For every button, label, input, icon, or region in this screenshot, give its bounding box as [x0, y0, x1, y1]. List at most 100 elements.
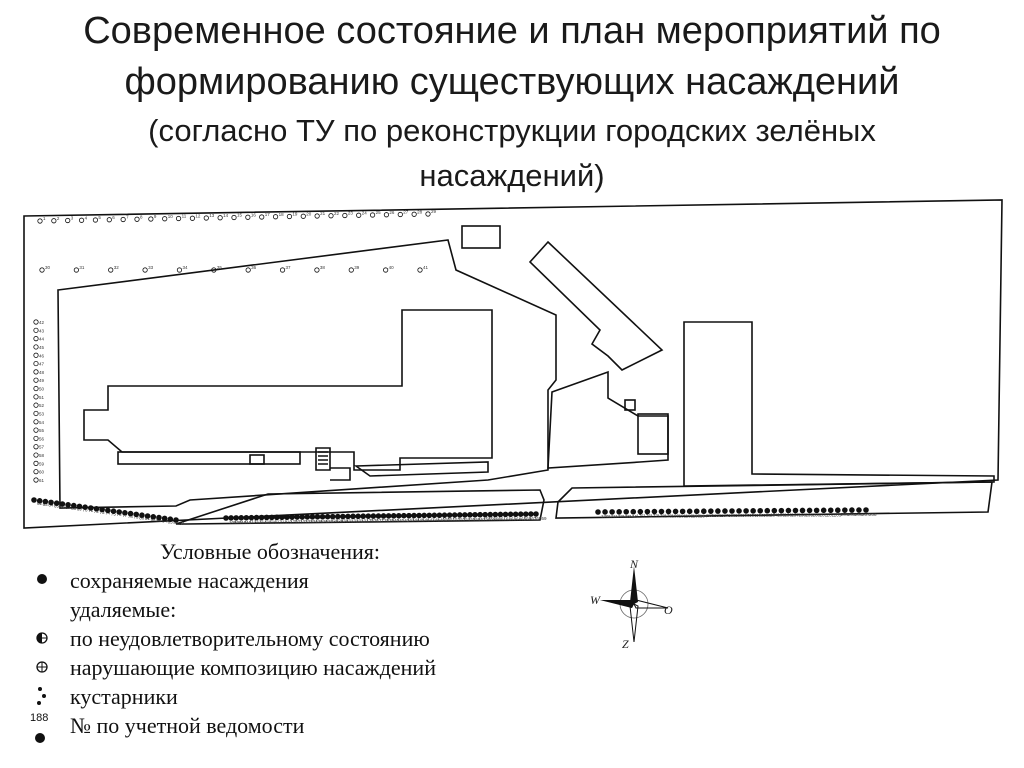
tree-marker — [263, 514, 270, 521]
tree-marker — [238, 515, 245, 521]
tree-number: 124 — [310, 519, 318, 524]
tree-number: 32 — [114, 265, 120, 270]
tree-marker — [827, 507, 834, 514]
tree-marker — [59, 501, 66, 507]
site-boundary — [23, 199, 1003, 529]
tree-number: 27 — [403, 210, 409, 215]
legend-row-shrubs: кустарники — [30, 682, 590, 711]
tree-marker — [806, 507, 813, 514]
tree-marker — [162, 216, 168, 222]
building-strip — [117, 451, 301, 465]
tree-number: 23 — [348, 211, 354, 216]
tree-marker — [78, 217, 85, 223]
tree-marker — [431, 512, 438, 519]
tree-number: 188 — [728, 513, 736, 518]
tree-number: 18 — [279, 212, 285, 217]
tree-number: 176 — [643, 514, 651, 519]
tree-number: 195 — [777, 513, 785, 518]
tree-number: 128 — [331, 519, 339, 524]
tree-number: 20 — [306, 211, 312, 216]
tree-marker — [233, 515, 239, 521]
tree-number: 57 — [39, 445, 45, 450]
tree-number: 198 — [798, 513, 806, 518]
tree-number: 3 — [71, 216, 74, 221]
tree-number: 17 — [265, 212, 271, 217]
subtitle-line-1: (согласно ТУ по реконструкции городских … — [148, 113, 876, 148]
tree-number: 122 — [300, 519, 308, 524]
tree-number: 202 — [827, 512, 835, 517]
tree-marker — [53, 500, 60, 507]
legend: Условные обозначения: сохраняемые насажд… — [30, 537, 590, 743]
legend-row-composition: нарушающие композицию насаждений — [30, 653, 590, 682]
tree-number: 55 — [39, 428, 45, 433]
tree-marker — [33, 452, 39, 458]
tree-number: 120 — [290, 519, 298, 524]
tree-number: 5 — [98, 215, 101, 220]
tree-number: 42 — [39, 320, 45, 325]
legend-label-poor-condition: по неудовлетворительному состоянию — [70, 626, 430, 651]
tree-marker — [502, 511, 509, 518]
tree-marker — [88, 505, 94, 511]
tree-marker — [268, 514, 275, 521]
tree-number: 56 — [39, 436, 45, 441]
tree-number: 181 — [679, 513, 687, 518]
tree-marker — [411, 211, 417, 217]
legend-row-number: 188 № по учетной ведомости — [30, 711, 590, 743]
tree-marker — [693, 508, 700, 515]
tree-number: 208 — [869, 512, 877, 517]
subtitle-line-2: насаждений) — [419, 158, 605, 193]
tree-number: 186 — [714, 513, 722, 518]
tree-number: 15 — [237, 213, 243, 218]
tree-marker — [425, 211, 431, 217]
tree-number: 14 — [223, 213, 229, 218]
building-right — [683, 321, 995, 487]
tree-marker — [279, 267, 286, 273]
tree-number: 148 — [432, 517, 440, 522]
tree-number: 21 — [320, 211, 326, 216]
tree-marker — [426, 512, 433, 519]
tree-number: 19 — [292, 212, 298, 217]
tree-number: 49 — [39, 378, 45, 383]
tree-number: 164 — [514, 516, 522, 521]
tree-marker — [512, 511, 519, 518]
tree-number: 205 — [848, 512, 856, 517]
tree-number: 171 — [608, 514, 616, 519]
tree-marker — [385, 513, 392, 519]
tree-marker — [223, 515, 229, 521]
tree-marker — [842, 507, 848, 513]
tree-marker — [217, 215, 223, 221]
tree-marker — [533, 511, 539, 517]
tree-number: 174 — [629, 514, 637, 519]
tree-marker — [329, 513, 336, 520]
tree-marker — [127, 510, 134, 517]
tree-number: 196 — [784, 513, 792, 518]
tree-marker — [93, 505, 100, 512]
tree-marker — [360, 513, 367, 520]
tree-marker — [42, 498, 49, 505]
tree-number: 155 — [468, 517, 476, 522]
tree-number: 138 — [381, 518, 389, 523]
tree-number: 206 — [855, 512, 863, 517]
tree-marker — [328, 213, 334, 219]
tree-marker — [33, 402, 39, 408]
tree-marker — [856, 507, 862, 513]
tree-marker — [92, 217, 99, 223]
legend-label-removed: удаляемые: — [70, 597, 177, 622]
tree-marker — [110, 508, 117, 515]
tree-marker — [715, 508, 721, 514]
tree-marker — [150, 513, 157, 520]
tree-marker — [863, 507, 869, 513]
tree-marker — [33, 369, 39, 375]
tree-marker — [750, 508, 756, 514]
tree-marker — [497, 511, 504, 518]
tree-number: 129 — [336, 519, 344, 524]
tree-marker — [799, 507, 806, 514]
stairs — [315, 447, 351, 481]
tree-number: 7 — [126, 215, 129, 220]
tree-marker — [304, 514, 311, 520]
tree-marker — [51, 218, 57, 224]
tree-marker — [175, 215, 182, 222]
building-main — [83, 309, 493, 471]
tree-marker — [33, 336, 39, 342]
tree-marker — [314, 514, 321, 520]
